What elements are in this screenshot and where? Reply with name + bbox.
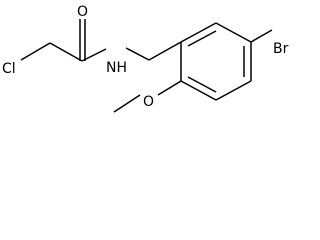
ring-inner-1 bbox=[187, 30, 217, 47]
ring-bond-5 bbox=[180, 80, 217, 101]
atom-label-o-methoxy: O bbox=[143, 94, 154, 110]
ring-bond-4 bbox=[215, 80, 252, 101]
bond-cl-ch2 bbox=[20, 42, 51, 61]
bond-o-ch3 bbox=[113, 94, 141, 113]
ring-inner-3 bbox=[187, 76, 217, 93]
atom-labels: Cl O NH Br O bbox=[2, 4, 289, 110]
atom-label-br: Br bbox=[273, 41, 289, 57]
structure-canvas: Cl O NH Br O bbox=[2, 4, 289, 113]
bonds bbox=[20, 19, 273, 113]
atom-label-cl: Cl bbox=[2, 61, 16, 77]
bond-ch2-ring bbox=[148, 41, 182, 61]
bond-n-ch2 bbox=[125, 47, 150, 61]
molecule-diagram: Cl O NH Br O bbox=[2, 4, 289, 113]
ring-bond-2 bbox=[215, 22, 252, 43]
ring-bond-1 bbox=[180, 22, 217, 43]
bond-ring-o bbox=[157, 80, 182, 96]
atom-label-o-carbonyl: O bbox=[77, 4, 88, 20]
atom-label-nh: NH bbox=[106, 60, 127, 76]
bond-ch2-carbonyl bbox=[49, 42, 83, 62]
bond-ring-br bbox=[250, 29, 273, 43]
bond-carbonyl-n bbox=[81, 48, 107, 62]
